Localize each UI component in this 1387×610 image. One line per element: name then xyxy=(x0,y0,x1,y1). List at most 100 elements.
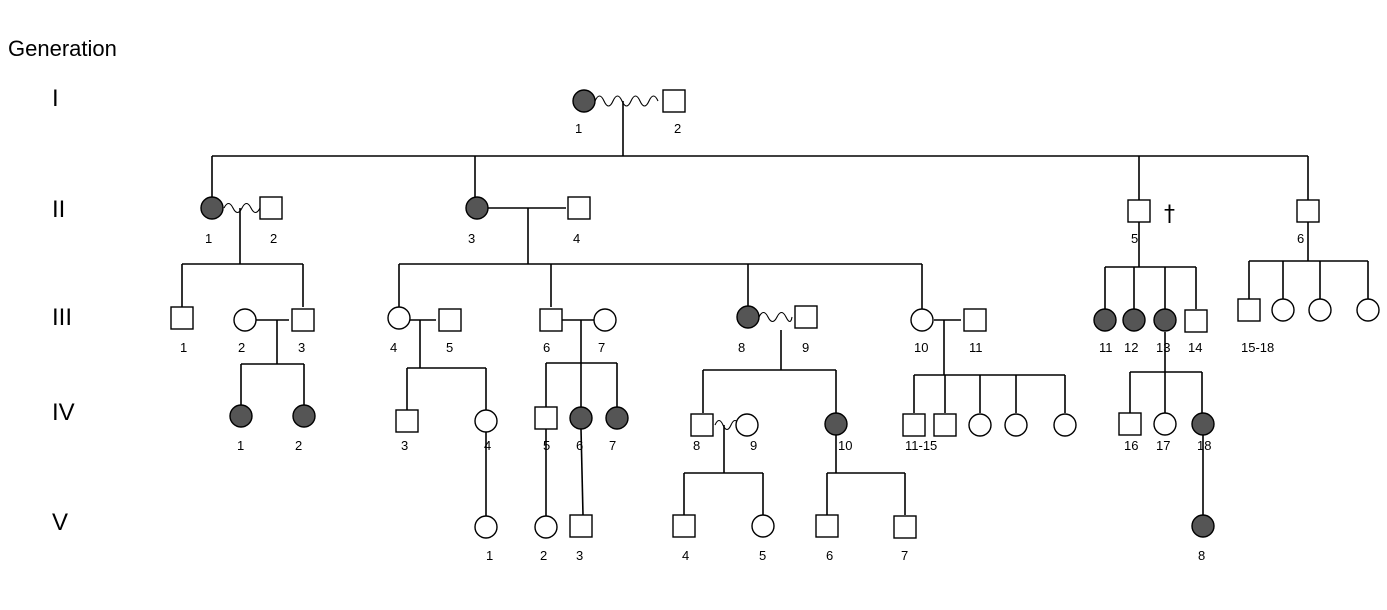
label-III-6: 6 xyxy=(543,340,550,355)
female-unaffected-IV17 xyxy=(1153,412,1177,436)
male-unaffected-IV11 xyxy=(902,413,926,437)
label-III-9: 9 xyxy=(802,340,809,355)
label-IV-3: 3 xyxy=(401,438,408,453)
label-IV-10: 10 xyxy=(838,438,852,453)
label-V-6: 6 xyxy=(826,548,833,563)
male-unaffected-II6 xyxy=(1296,199,1320,223)
label-IV-4: 4 xyxy=(484,438,491,453)
label-IV-5: 5 xyxy=(543,438,550,453)
male-unaffected-III3 xyxy=(291,308,315,332)
male-unaffected-III14 xyxy=(1184,309,1208,333)
label-IV-9: 9 xyxy=(750,438,757,453)
male-unaffected-III15 xyxy=(1237,298,1261,322)
female-affected-II1 xyxy=(200,196,224,220)
male-unaffected-III1 xyxy=(170,306,194,330)
male-unaffected-IV3 xyxy=(395,409,419,433)
female-affected-III8 xyxy=(736,305,760,329)
label-V-4: 4 xyxy=(682,548,689,563)
label-II-1: 1 xyxy=(205,231,212,246)
female-affected-IV10 xyxy=(824,412,848,436)
female-unaffected-IV4 xyxy=(474,409,498,433)
individual-labels: 1 2 1 2 3 4 5 6 1 2 3 4 5 6 7 8 9 10 11 … xyxy=(180,121,1304,563)
label-IV-18: 18 xyxy=(1197,438,1211,453)
male-unaffected-V4 xyxy=(672,514,696,538)
female-unaffected-III10 xyxy=(910,308,934,332)
label-II-5: 5 xyxy=(1131,231,1138,246)
generation-label-4: IV xyxy=(52,399,75,426)
label-III-12: 12 xyxy=(1124,340,1138,355)
label-IV-11-15: 11-15 xyxy=(905,438,937,453)
label-V-2: 2 xyxy=(540,548,547,563)
female-affected-IV7 xyxy=(605,406,629,430)
label-III-13: 13 xyxy=(1156,340,1170,355)
male-unaffected-V6 xyxy=(815,514,839,538)
label-III-14: 14 xyxy=(1188,340,1202,355)
female-unaffected-III4 xyxy=(387,306,411,330)
female-affected-III11b xyxy=(1093,308,1117,332)
female-affected-IV1 xyxy=(229,404,253,428)
male-unaffected-II4 xyxy=(567,196,591,220)
label-V-3: 3 xyxy=(576,548,583,563)
female-unaffected-IV9 xyxy=(735,413,759,437)
label-II-6: 6 xyxy=(1297,231,1304,246)
label-III-2: 2 xyxy=(238,340,245,355)
male-unaffected-I2 xyxy=(662,89,686,113)
label-IV-6: 6 xyxy=(576,438,583,453)
female-unaffected-V5 xyxy=(751,514,775,538)
male-unaffected-V7 xyxy=(893,515,917,539)
label-IV-17: 17 xyxy=(1156,438,1170,453)
female-affected-II3 xyxy=(465,196,489,220)
male-unaffected-IV16 xyxy=(1118,412,1142,436)
female-affected-IV18 xyxy=(1191,412,1215,436)
female-unaffected-IV14 xyxy=(1004,413,1028,437)
female-affected-IV6 xyxy=(569,406,593,430)
generation-label-5: V xyxy=(52,509,68,536)
label-III-5: 5 xyxy=(446,340,453,355)
label-III-11: 11 xyxy=(969,340,983,355)
female-unaffected-V1 xyxy=(474,515,498,539)
label-IV-16: 16 xyxy=(1124,438,1138,453)
label-III-3: 3 xyxy=(298,340,305,355)
label-III-7: 7 xyxy=(598,340,605,355)
male-unaffected-V3 xyxy=(569,514,593,538)
generation-label-1: I xyxy=(52,85,59,112)
female-unaffected-III16 xyxy=(1271,298,1295,322)
female-unaffected-III7 xyxy=(593,308,617,332)
female-unaffected-III18 xyxy=(1356,298,1380,322)
female-affected-I1 xyxy=(572,89,596,113)
label-III-4: 4 xyxy=(390,340,397,355)
male-unaffected-III11 xyxy=(963,308,987,332)
male-unaffected-II5 xyxy=(1127,199,1151,223)
label-IV-8: 8 xyxy=(693,438,700,453)
label-III-10: 10 xyxy=(914,340,928,355)
female-affected-IV2 xyxy=(292,404,316,428)
generation-label-2: II xyxy=(52,196,65,223)
label-V-5: 5 xyxy=(759,548,766,563)
generation-title: Generation xyxy=(8,36,117,61)
label-IV-7: 7 xyxy=(609,438,616,453)
male-unaffected-IV12 xyxy=(933,413,957,437)
female-affected-III13 xyxy=(1153,308,1177,332)
label-III-1: 1 xyxy=(180,340,187,355)
individuals xyxy=(170,89,1380,539)
female-unaffected-III17 xyxy=(1308,298,1332,322)
deceased-mark: † xyxy=(1164,202,1175,227)
female-unaffected-IV13 xyxy=(968,413,992,437)
consanguinity-lines xyxy=(223,95,793,431)
label-V-7: 7 xyxy=(901,548,908,563)
female-unaffected-V2 xyxy=(534,515,558,539)
generation-label-3: III xyxy=(52,304,72,331)
label-V-8: 8 xyxy=(1198,548,1205,563)
label-I-2: 2 xyxy=(674,121,681,136)
label-III-8: 8 xyxy=(738,340,745,355)
female-affected-III12 xyxy=(1122,308,1146,332)
male-unaffected-IV5 xyxy=(534,406,558,430)
label-IV-1: 1 xyxy=(237,438,244,453)
label-III-15-18: 15-18 xyxy=(1241,340,1274,355)
male-unaffected-III5 xyxy=(438,308,462,332)
pedigree-lines xyxy=(181,101,1369,516)
label-II-3: 3 xyxy=(468,231,475,246)
female-unaffected-III2 xyxy=(233,308,257,332)
female-unaffected-IV15 xyxy=(1053,413,1077,437)
